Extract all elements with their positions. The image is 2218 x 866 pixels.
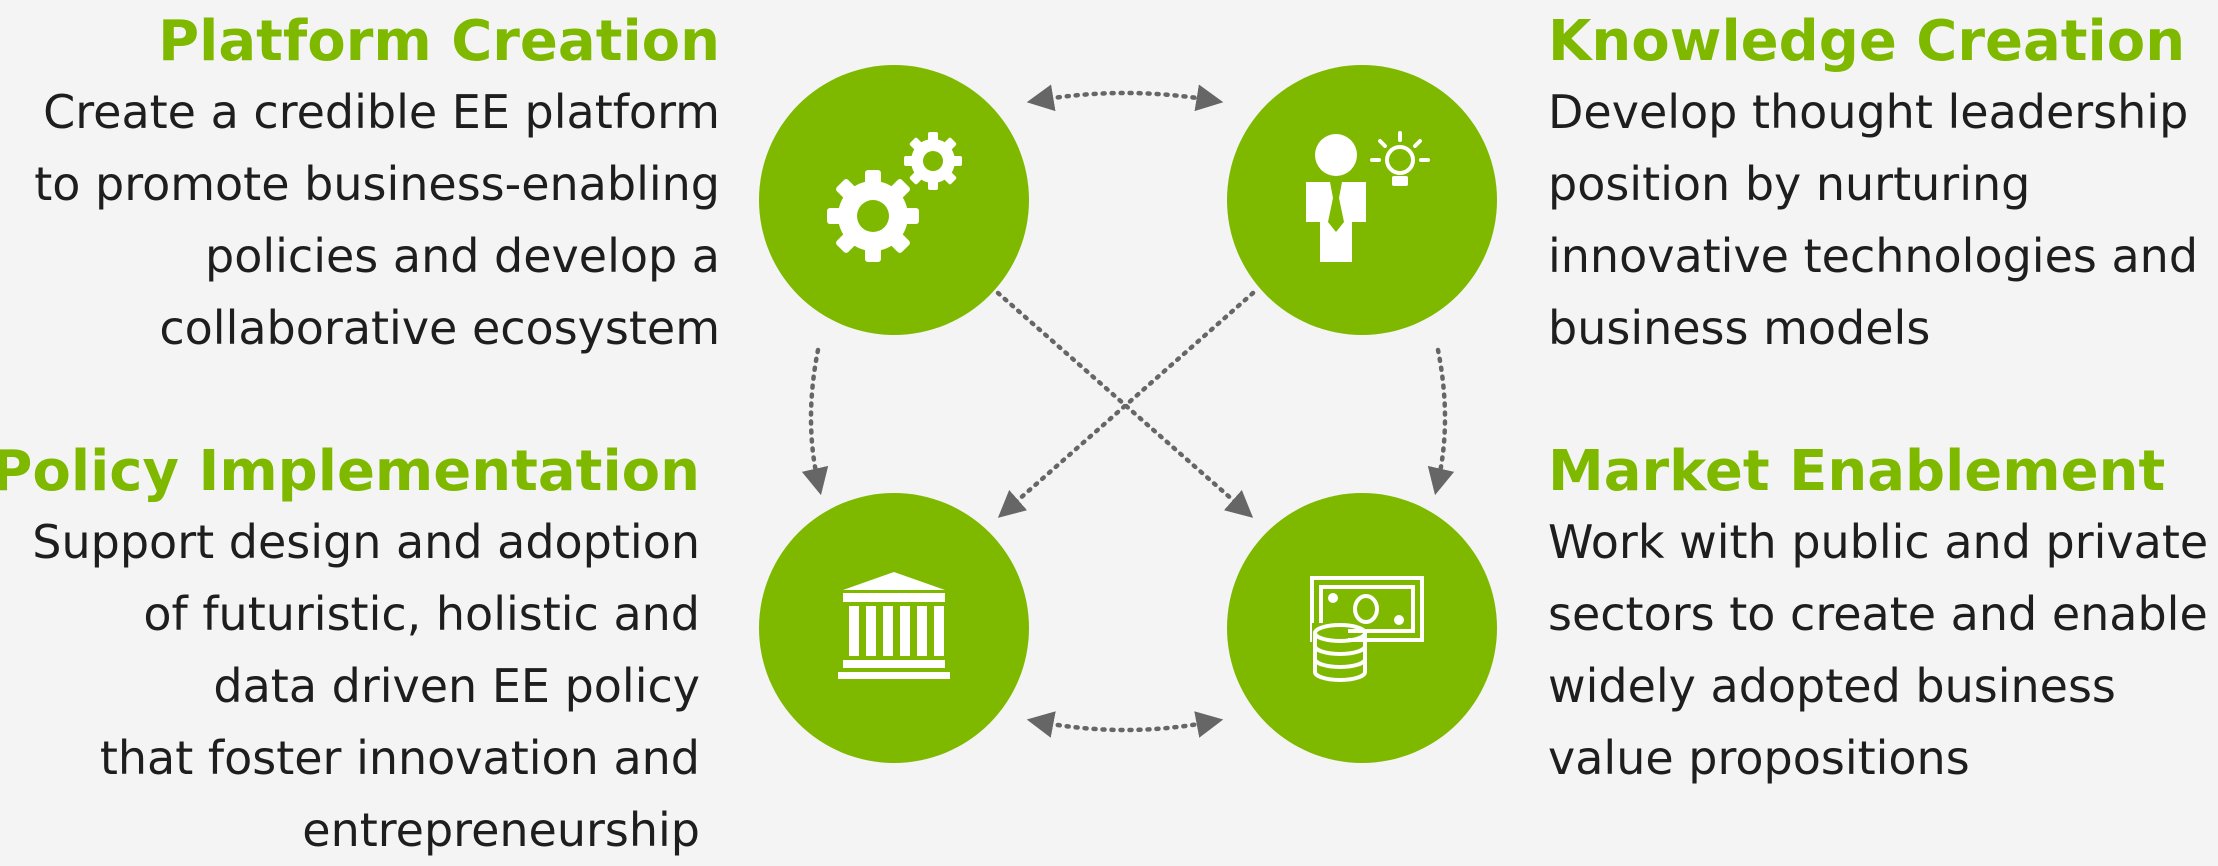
knowledge-creation-block: Knowledge Creation Develop thought leade…: [1548, 10, 2198, 364]
knowledge-creation-description: Develop thought leadership position by n…: [1548, 76, 2198, 364]
person-lightbulb-icon: [1306, 131, 1430, 262]
description-line: widely adopted business: [1548, 659, 2116, 713]
description-line: policies and develop a: [205, 229, 720, 283]
arrow-platform-market: [995, 290, 1254, 518]
description-line: Support design and adoption: [32, 515, 700, 569]
description-line: to promote business-enabling: [34, 157, 720, 211]
knowledge-creation-title: Knowledge Creation: [1548, 9, 2186, 74]
platform-creation-title: Platform Creation: [158, 9, 720, 74]
market-enablement-title: Market Enablement: [1548, 439, 2166, 504]
market-enablement-description: Work with public and private sectors to …: [1548, 506, 2208, 794]
arrow-platform-knowledge: [1026, 84, 1224, 112]
arrow-knowledge-market: [1427, 347, 1455, 496]
description-line: value propositions: [1548, 731, 1970, 785]
government-building-icon: [838, 572, 950, 679]
description-line: that foster innovation and: [99, 731, 700, 785]
description-line: collaborative ecosystem: [159, 301, 720, 355]
description-line: sectors to create and enable: [1548, 587, 2208, 641]
policy-implementation-circle: [759, 493, 1029, 763]
policy-implementation-description: Support design and adoption of futuristi…: [0, 506, 700, 866]
description-line: Work with public and private: [1548, 515, 2209, 569]
money-coins-icon: [1310, 576, 1424, 685]
description-line: Create a credible EE platform: [43, 85, 720, 139]
description-line: innovative technologies and: [1548, 229, 2199, 283]
description-line: Develop thought leadership: [1548, 85, 2189, 139]
description-line: of futuristic, holistic and: [143, 587, 700, 641]
description-line: business models: [1548, 301, 1931, 355]
platform-creation-block: Platform Creation Create a credible EE p…: [34, 10, 720, 364]
description-line: position by nurturing: [1548, 157, 2031, 211]
description-line: entrepreneurship: [302, 803, 700, 857]
platform-creation-description: Create a credible EE platform to promote…: [34, 76, 720, 364]
policy-implementation-block: Policy Implementation Support design and…: [0, 440, 700, 866]
arrow-knowledge-policy: [997, 290, 1256, 518]
arrow-platform-policy: [801, 347, 829, 496]
arrow-policy-market: [1026, 711, 1224, 738]
gears-icon: [827, 132, 962, 262]
connector-arrows: [801, 84, 1455, 738]
market-enablement-block: Market Enablement Work with public and p…: [1548, 440, 2208, 794]
description-line: data driven EE policy: [213, 659, 700, 713]
policy-implementation-title: Policy Implementation: [0, 439, 700, 504]
